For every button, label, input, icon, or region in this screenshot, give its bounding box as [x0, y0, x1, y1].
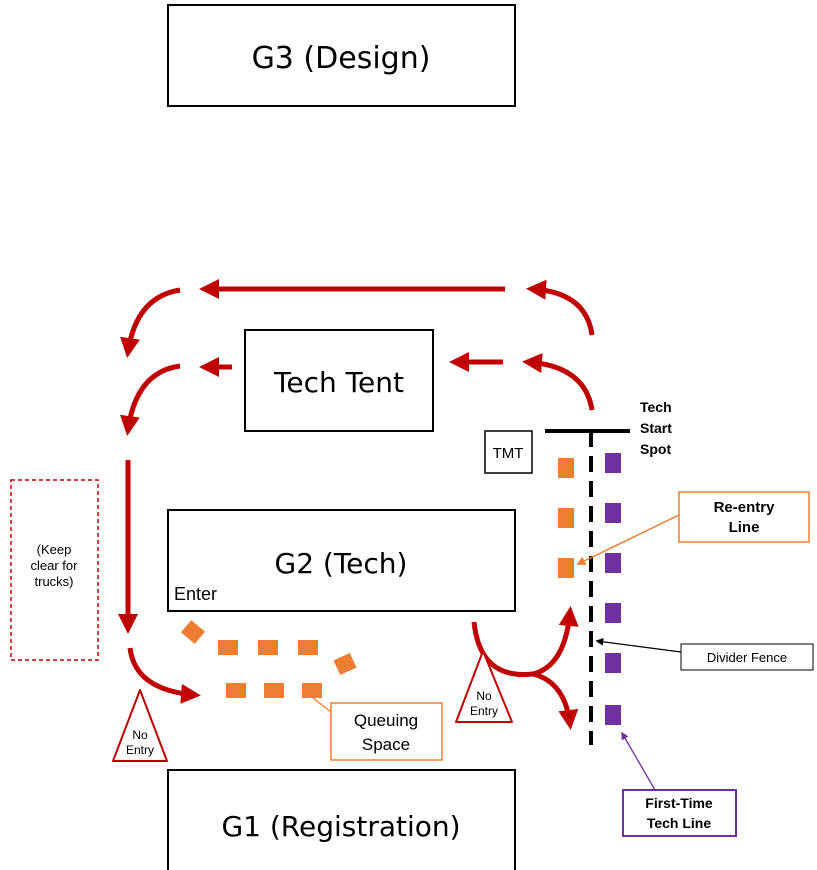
- re-entry-label-2: Line: [729, 519, 760, 536]
- g2-label: G2 (Tech): [275, 547, 408, 580]
- tech-tent-label: Tech Tent: [273, 366, 404, 399]
- no-entry-sign-left: No Entry: [112, 689, 168, 762]
- queue-car: [302, 683, 322, 698]
- keep-clear-line-1: (Keep: [37, 542, 72, 557]
- split-down-arrow: [532, 671, 579, 730]
- queue-car: [264, 683, 284, 698]
- top-left-curve-arrow: [120, 287, 181, 358]
- tech-start-spot-line-2: Start: [640, 420, 672, 436]
- traffic-flow-arrows: [118, 279, 595, 730]
- no-entry-center-line-1: No: [476, 689, 492, 703]
- g2-enter-label: Enter: [174, 584, 217, 604]
- first-time-car: [605, 653, 621, 673]
- queuing-space-label-2: Space: [362, 735, 410, 754]
- re-entry-label-1: Re-entry: [714, 499, 776, 516]
- tech-tent-building: Tech Tent: [244, 329, 434, 432]
- tech-start-spot-line-3: Spot: [640, 441, 671, 457]
- re-entry-car: [558, 558, 574, 578]
- first-time-car: [605, 603, 621, 623]
- split-up-arrow: [471, 606, 579, 678]
- queue-car: [333, 652, 357, 676]
- re-entry-car: [558, 508, 574, 528]
- no-entry-left-line-2: Entry: [126, 743, 154, 757]
- queue-car: [258, 640, 278, 655]
- first-time-tech-line-callout: First-Time Tech Line: [621, 731, 737, 837]
- no-entry-left-line-1: No: [132, 728, 148, 742]
- no-entry-center-line-2: Entry: [470, 704, 498, 718]
- first-time-car: [605, 553, 621, 573]
- keep-clear-line-2: clear for: [31, 558, 79, 573]
- bottom-left-curve-arrow: [127, 647, 201, 704]
- g3-building: G3 (Design): [167, 4, 516, 107]
- first-time-label-2: Tech Line: [647, 815, 712, 831]
- no-entry-sign-center: No Entry: [455, 650, 513, 723]
- queue-car: [180, 620, 206, 644]
- queuing-space-callout: Queuing Space: [302, 690, 443, 761]
- queue-cars: [180, 620, 357, 698]
- queue-car: [218, 640, 238, 655]
- first-time-car: [605, 705, 621, 725]
- queuing-space-label-1: Queuing: [354, 711, 418, 730]
- g1-building: G1 (Registration): [167, 769, 516, 870]
- divider-fence: [545, 429, 630, 745]
- keep-clear-zone: (Keep clear for trucks): [10, 479, 99, 661]
- keep-clear-line-3: trucks): [35, 574, 74, 589]
- g1-label: G1 (Registration): [221, 810, 460, 843]
- re-entry-car: [558, 458, 574, 478]
- queue-car: [226, 683, 246, 698]
- first-time-car: [605, 453, 621, 473]
- mid-right-curve-arrow: [522, 353, 595, 411]
- first-time-label-1: First-Time: [645, 795, 713, 811]
- re-entry-line-callout: Re-entry Line: [576, 491, 810, 565]
- divider-fence-label: Divider Fence: [707, 650, 787, 665]
- top-right-curve-arrow: [526, 279, 595, 336]
- first-time-car: [605, 503, 621, 523]
- mid-left-curve-arrow: [120, 363, 181, 436]
- first-time-cars: [605, 453, 621, 725]
- g3-label: G3 (Design): [252, 41, 431, 76]
- tmt-label: TMT: [493, 445, 524, 462]
- re-entry-cars: [558, 458, 574, 578]
- tech-start-spot-line-1: Tech: [640, 399, 672, 415]
- g2-building: G2 (Tech) Enter: [167, 509, 516, 612]
- queue-car: [298, 640, 318, 655]
- divider-fence-callout: Divider Fence: [595, 637, 814, 671]
- tmt-box: TMT: [484, 430, 533, 474]
